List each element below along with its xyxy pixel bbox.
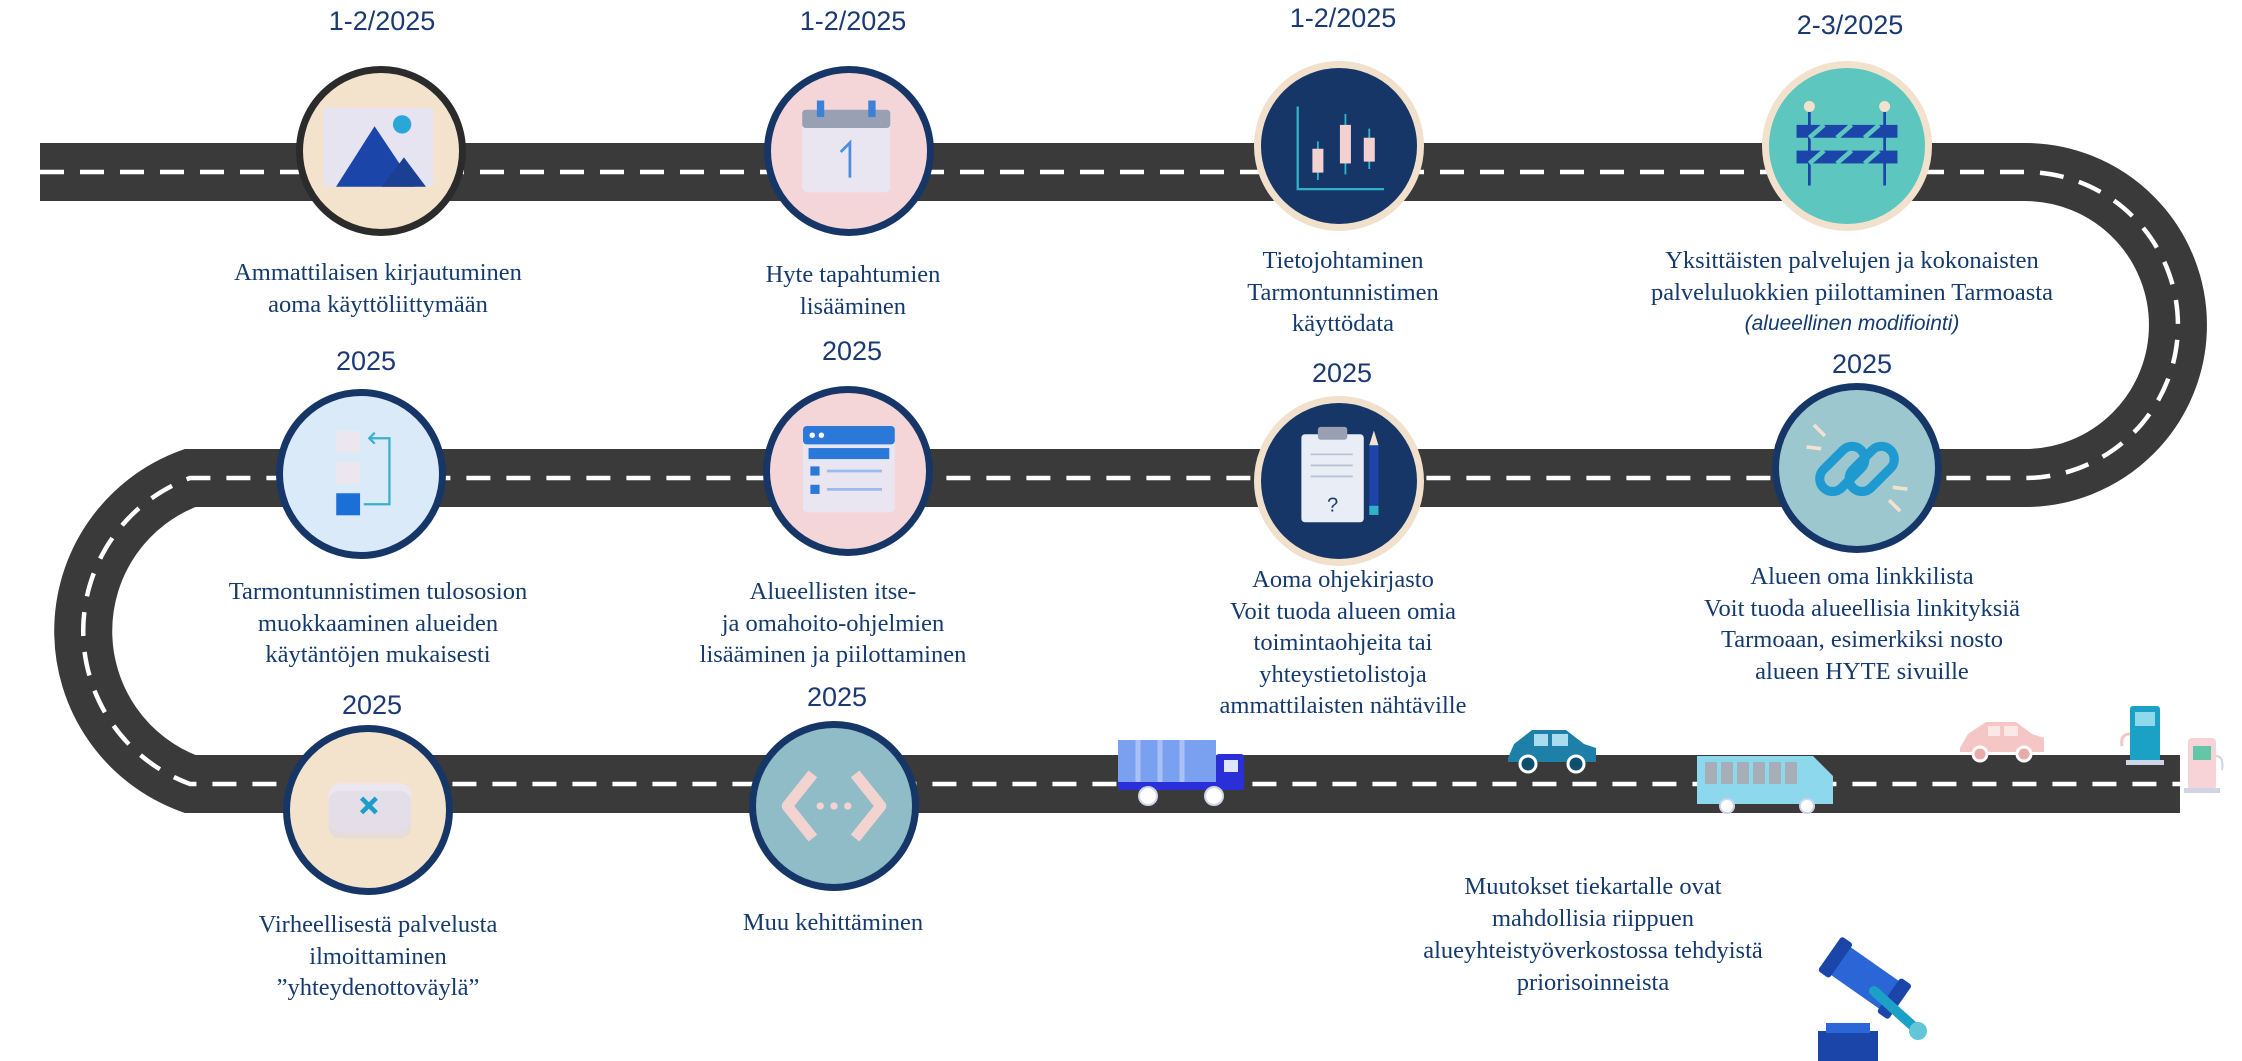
milestone-caption: Muu kehittäminen bbox=[742, 909, 924, 936]
milestone-date: 1-2/2025 bbox=[328, 6, 436, 36]
car-icon bbox=[1508, 730, 1596, 774]
reorder-list-icon bbox=[276, 389, 446, 559]
milestone-date: 1-2/2025 bbox=[799, 6, 907, 36]
milestone-caption: Yksittäisten palvelujen ja kokonaisten p… bbox=[1651, 247, 2053, 335]
browser-window-icon bbox=[763, 386, 933, 556]
candlestick-chart-icon bbox=[1254, 61, 1424, 231]
code-brackets-icon bbox=[749, 721, 919, 891]
gavel-icon bbox=[1818, 937, 1927, 1061]
milestone-caption: Hyte tapahtumien lisääminen bbox=[765, 261, 941, 320]
milestone-caption: Alueellisten itse- ja omahoito-ohjelmien… bbox=[699, 578, 967, 668]
milestone-date: 2-3/2025 bbox=[1796, 10, 1904, 40]
milestone-caption: Virheellisestä palvelusta ilmoittaminen … bbox=[258, 911, 498, 1001]
milestone-date: 1-2/2025 bbox=[1289, 3, 1397, 33]
milestone-date: 2025 bbox=[806, 682, 868, 712]
milestone-date: 2025 bbox=[335, 346, 397, 376]
barrier-icon bbox=[1762, 61, 1932, 231]
svg-text:?: ? bbox=[1327, 494, 1338, 516]
clipboard-icon: ? bbox=[1254, 396, 1424, 566]
link-icon bbox=[1772, 383, 1942, 553]
milestone-caption: Aoma ohjekirjasto Voit tuoda alueen omia… bbox=[1219, 566, 1467, 719]
image-mountain-icon bbox=[296, 66, 466, 236]
calendar-icon bbox=[764, 66, 934, 236]
charging-station-icon bbox=[2184, 738, 2224, 793]
error-key-icon bbox=[283, 725, 453, 895]
bus-icon bbox=[1697, 756, 1833, 814]
milestone-date: 2025 bbox=[341, 690, 403, 720]
fuel-pump-icon bbox=[2120, 706, 2164, 765]
milestone-date: 2025 bbox=[821, 336, 883, 366]
milestone-date: 2025 bbox=[1831, 349, 1893, 379]
milestone-caption: Tarmontunnistimen tulososion muokkaamine… bbox=[228, 578, 528, 668]
roadmap-note: Muutokset tiekartalle ovat mahdollisia r… bbox=[1423, 873, 1763, 996]
milestone-caption: Alueen oma linkkilista Voit tuoda alueel… bbox=[1704, 563, 2020, 685]
milestone-caption: Tietojohtaminen Tarmontunnistimen käyttö… bbox=[1247, 247, 1439, 337]
truck-icon bbox=[1118, 740, 1244, 806]
pink-car-icon bbox=[1960, 722, 2044, 763]
milestone-caption: Ammattilaisen kirjautuminen aoma käyttöl… bbox=[234, 259, 522, 318]
milestone-date: 2025 bbox=[1311, 358, 1373, 388]
